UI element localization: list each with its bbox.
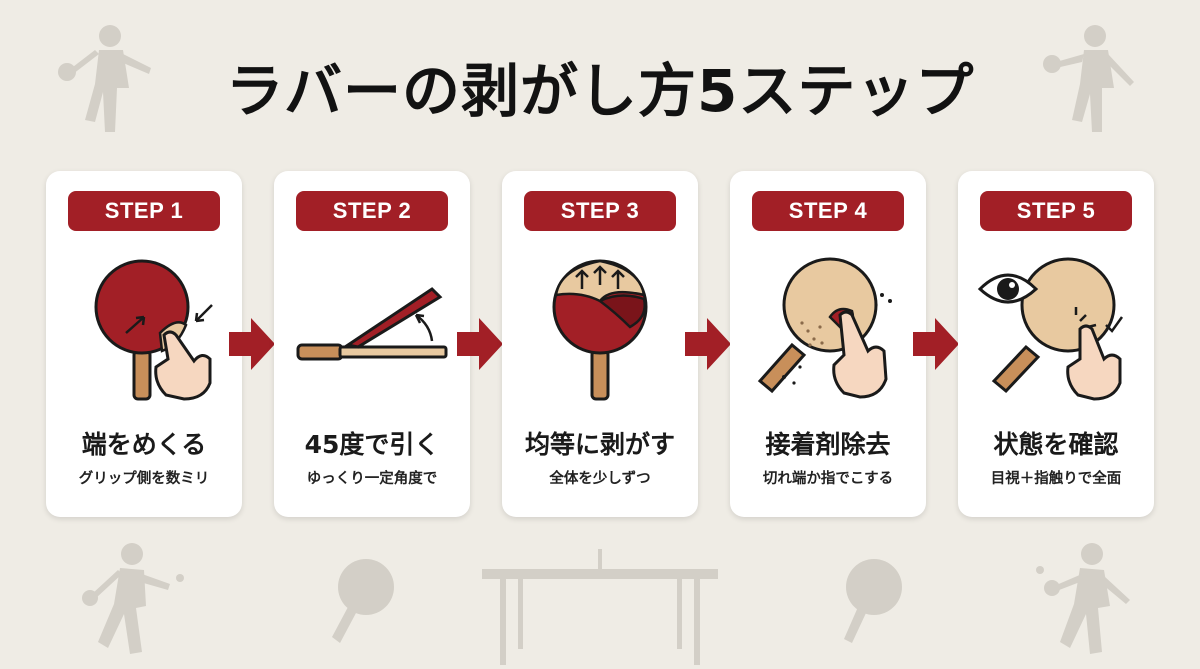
step-badge: STEP 1 bbox=[68, 191, 220, 231]
step-sub: グリップ側を数ミリ bbox=[78, 471, 210, 487]
step-card-3: STEP 3 均等に剥がす 全体を少しずつ bbox=[502, 171, 698, 517]
next-arrow-icon bbox=[457, 318, 503, 370]
step-badge: STEP 3 bbox=[524, 191, 676, 231]
step-sub: ゆっくり一定角度で bbox=[306, 471, 438, 487]
paddle-silhouette-icon bbox=[844, 559, 902, 643]
paddle-angle-pull-icon bbox=[296, 287, 448, 361]
step-label: 端をめくる bbox=[81, 430, 207, 459]
step-card-1: STEP 1 端をめくる グリップ側を数ミリ bbox=[46, 171, 242, 517]
step-badge: STEP 2 bbox=[296, 191, 448, 231]
step-label: 均等に剥がす bbox=[524, 430, 675, 459]
step-sub: 切れ端か指でこする bbox=[762, 471, 894, 487]
player-silhouette-icon bbox=[58, 25, 151, 132]
next-arrow-icon bbox=[913, 318, 959, 370]
paddle-peel-corner-icon bbox=[94, 259, 213, 401]
step-card-4: STEP 4 接着剤除去 切れ端か指でこする bbox=[730, 171, 926, 517]
step-card-5: STEP 5 状態を確認 目視＋指触りで全面 bbox=[958, 171, 1154, 517]
paddle-silhouette-icon bbox=[332, 559, 394, 643]
step-badge: STEP 4 bbox=[752, 191, 904, 231]
table-silhouette-icon bbox=[482, 549, 718, 665]
step-label: 45度で引く bbox=[304, 430, 440, 459]
paddle-inspect-icon bbox=[977, 257, 1124, 401]
next-arrow-icon bbox=[685, 318, 731, 370]
paddle-glue-remove-icon bbox=[757, 257, 892, 399]
step-card-2: STEP 2 45度で引く ゆっくり一定角度で bbox=[274, 171, 470, 517]
step-sub: 目視＋指触りで全面 bbox=[990, 471, 1122, 487]
step-badge: STEP 5 bbox=[980, 191, 1132, 231]
page-title: ラバーの剥がし方5ステップ bbox=[225, 57, 975, 125]
step-label: 状態を確認 bbox=[993, 430, 1119, 459]
eye-icon bbox=[977, 273, 1039, 304]
step-sub: 全体を少しずつ bbox=[549, 471, 651, 487]
step-label: 接着剤除去 bbox=[765, 430, 891, 459]
paddle-even-peel-icon bbox=[552, 259, 648, 401]
next-arrow-icon bbox=[229, 318, 275, 370]
player-silhouette-icon bbox=[1043, 25, 1134, 132]
player-silhouette-icon bbox=[82, 543, 184, 654]
player-silhouette-icon bbox=[1036, 543, 1130, 654]
